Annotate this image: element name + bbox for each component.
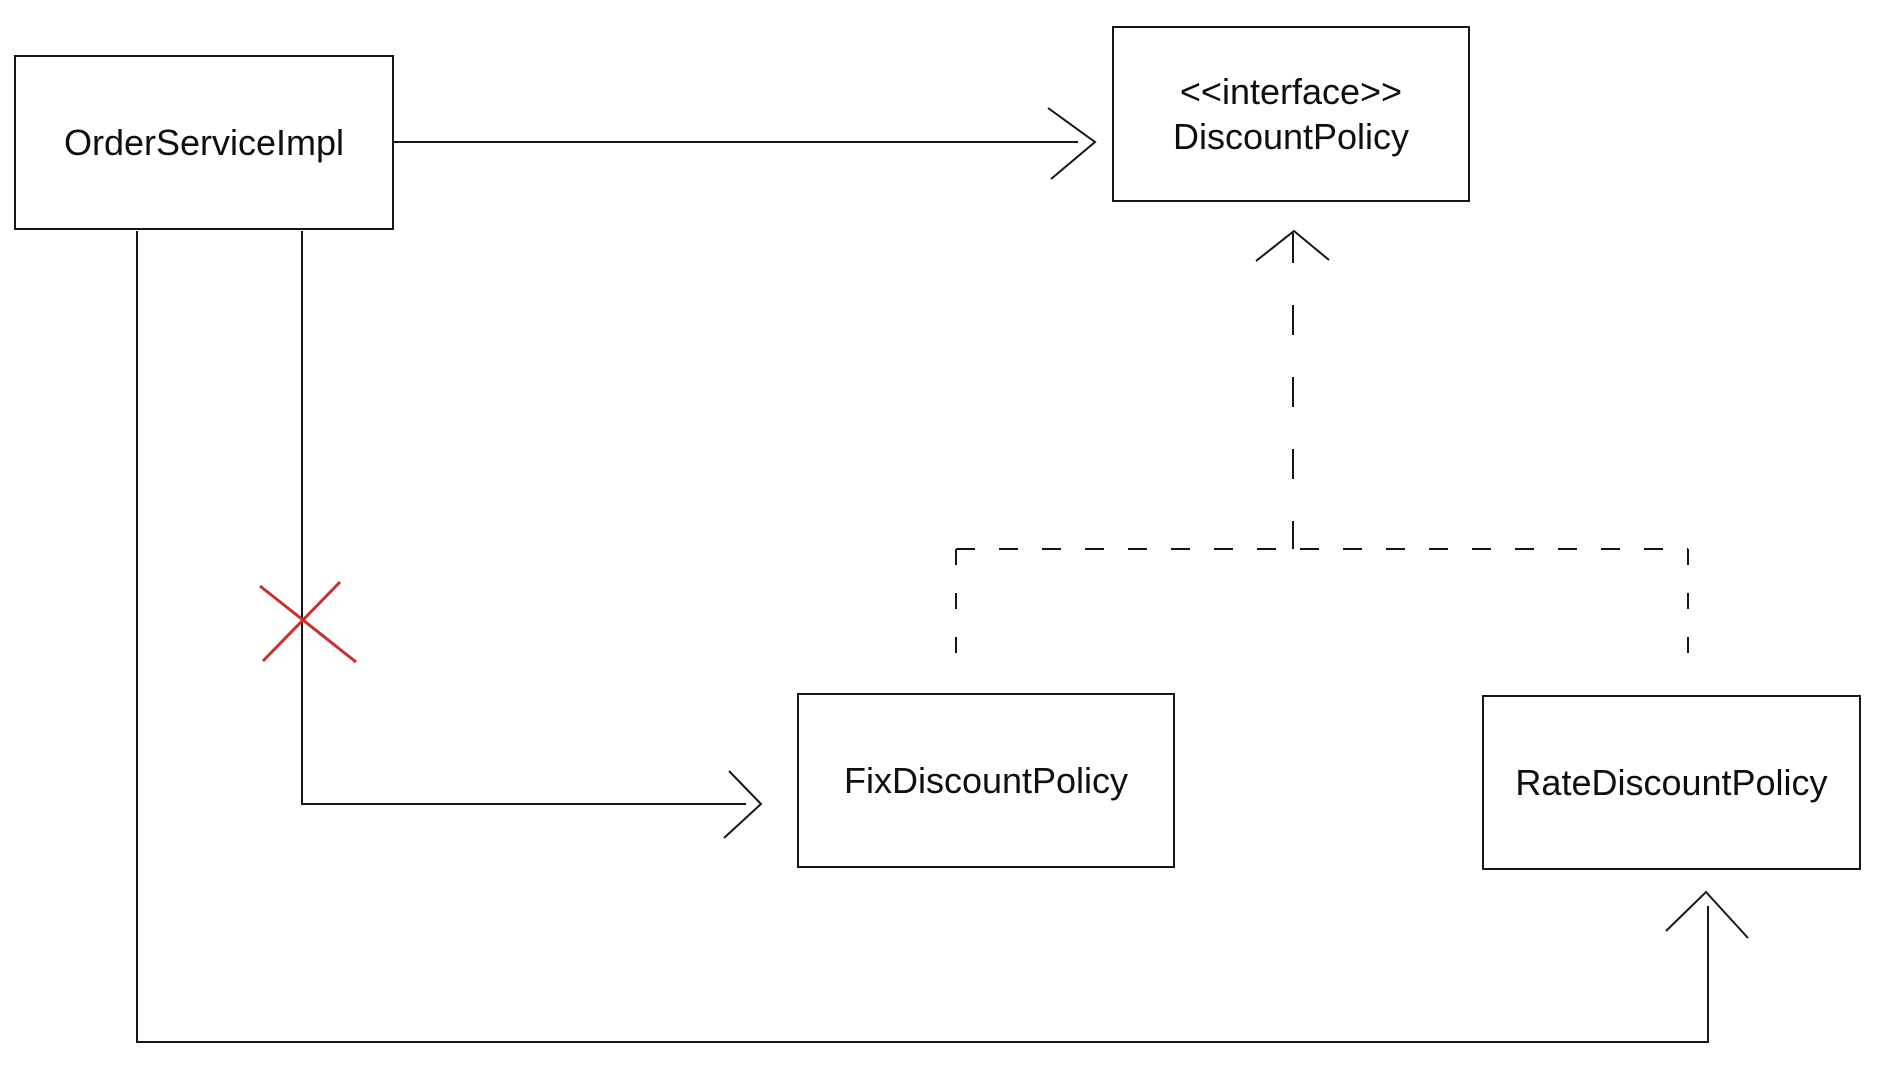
edge-orderservice-to-discountpolicy xyxy=(394,107,1097,180)
edge-orderservice-to-ratediscountpolicy xyxy=(136,231,1749,1043)
edge-orderservice-to-fixdiscountpolicy xyxy=(301,231,763,839)
red-cross-stroke xyxy=(259,584,357,664)
stereotype-label: <<interface>> xyxy=(1179,71,1403,112)
class-node-discountpolicy: <<interface>> DiscountPolicy xyxy=(1112,26,1470,202)
open-arrowhead-icon xyxy=(1255,229,1330,262)
class-name-label: OrderServiceImpl xyxy=(63,122,345,163)
red-cross-icon xyxy=(259,580,357,664)
dependency-line xyxy=(136,231,1709,1043)
open-arrowhead-icon xyxy=(723,770,763,839)
open-arrowhead-icon xyxy=(1047,107,1097,180)
open-arrowhead-icon xyxy=(1665,890,1749,939)
edge-realization-to-discountpolicy xyxy=(955,229,1689,672)
dependency-line xyxy=(301,231,746,805)
class-node-fixdiscountpolicy: FixDiscountPolicy xyxy=(797,693,1175,868)
class-name-label: DiscountPolicy xyxy=(1172,116,1410,157)
class-node-orderserviceimpl: OrderServiceImpl xyxy=(14,55,394,230)
red-cross-stroke xyxy=(261,580,342,663)
class-name-label: FixDiscountPolicy xyxy=(843,760,1129,801)
class-name-label: RateDiscountPolicy xyxy=(1515,762,1828,803)
class-node-ratediscountpolicy: RateDiscountPolicy xyxy=(1482,695,1861,870)
